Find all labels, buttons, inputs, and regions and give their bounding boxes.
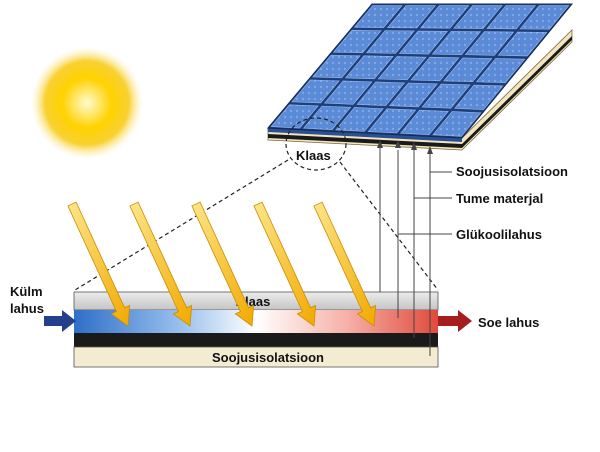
sun-ray-arrow-icon <box>67 201 131 327</box>
leader-lines <box>379 144 452 356</box>
solar-cell <box>420 5 470 29</box>
solar-panel <box>266 3 574 151</box>
sun-ray-arrow-icon <box>129 201 193 327</box>
solar-cell <box>365 30 415 54</box>
sun-rays <box>67 201 377 327</box>
solar-cell <box>453 5 503 29</box>
solar-cell <box>410 56 460 82</box>
solar-cell <box>270 104 319 129</box>
insulation-layer <box>73 346 439 368</box>
dark-material-layer <box>74 333 438 347</box>
solar-cell <box>312 54 361 79</box>
solar-cell <box>399 109 449 135</box>
leader-arrowheads <box>377 140 433 154</box>
solar-cell <box>367 108 417 134</box>
solar-cell <box>464 31 515 56</box>
projection-line-right <box>339 161 439 291</box>
solar-cell <box>344 55 394 80</box>
callout-glycol: Glükoolilahus <box>456 227 542 242</box>
solar-cell <box>335 107 384 132</box>
solar-cell <box>398 30 448 55</box>
solar-cell <box>389 82 438 108</box>
hot-outlet-label: Soe lahus <box>478 315 539 330</box>
solar-cell <box>421 83 471 109</box>
solar-cell <box>519 5 570 30</box>
solar-cell <box>353 5 403 28</box>
sun-ray-arrow-icon <box>191 201 255 327</box>
glass-zoom-label: Klaas <box>296 148 331 163</box>
solar-cell <box>486 5 536 30</box>
solar-cell <box>323 80 373 105</box>
outlet-arrow-icon <box>438 310 472 332</box>
solar-cell <box>497 31 548 57</box>
solar-cell <box>377 56 427 81</box>
solar-cell <box>356 81 406 106</box>
solar-cells <box>270 5 570 137</box>
solar-cell <box>443 57 493 83</box>
solar-cell <box>431 31 482 55</box>
solar-cell <box>302 105 352 131</box>
insulation-layer-label: Soojusisolatsioon <box>212 350 324 365</box>
solar-cell <box>386 5 437 29</box>
cold-inlet-label-1: Külm <box>10 284 43 299</box>
solar-cell <box>332 30 382 54</box>
cold-inlet-label-2: lahus <box>10 301 44 316</box>
solar-cell <box>432 111 482 137</box>
solar-cell <box>475 58 526 84</box>
glycol-fluid-layer <box>74 310 438 333</box>
inlet-arrow-icon <box>44 310 76 332</box>
solar-cell <box>454 84 504 110</box>
sun-icon <box>31 47 143 159</box>
sun-ray-arrow-icon <box>253 201 317 327</box>
callout-dark-material: Tume materjal <box>456 191 543 206</box>
solar-cell <box>291 79 340 104</box>
zoom-circle: Klaas <box>285 117 347 171</box>
callout-insulation: Soojusisolatsioon <box>456 164 568 179</box>
sun-ray-arrow-icon <box>313 201 377 327</box>
collector-cross-section: Klaas Soojusisolatsioon <box>73 291 439 368</box>
